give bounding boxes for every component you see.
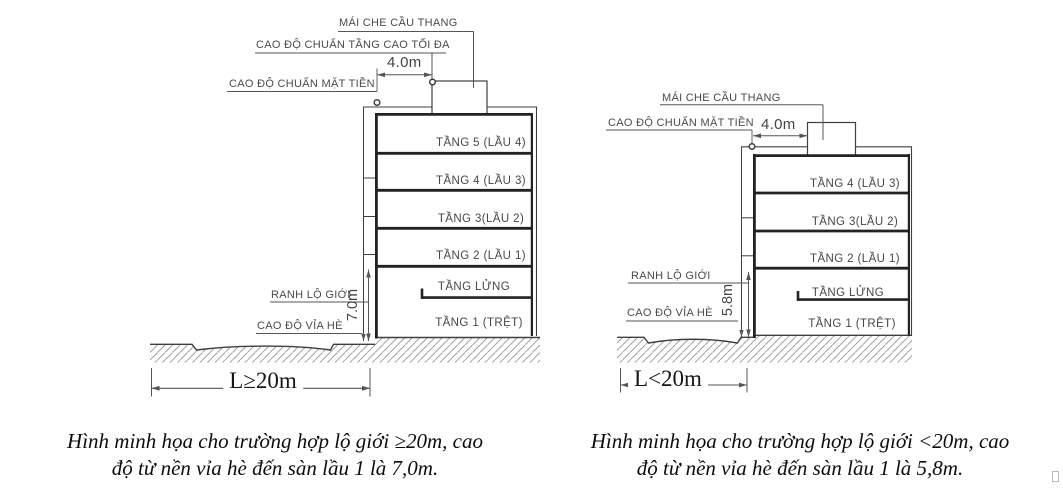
right-floor-label-3: TẦNG 3(LẦU 2) [811,216,899,228]
right-facade-datum-label: CAO ĐỘ CHUẨN MẶT TIỀN [608,117,754,129]
left-setback-dimension: 4.0m [387,54,422,71]
left-width-dimension: L≥20m [223,369,303,393]
left-ground [150,336,540,363]
left-stair-cover-label: MÁI CHE CẦU THANG [339,17,458,29]
left-height-dimension: 7.0m [345,288,361,322]
right-ground [617,334,912,363]
left-floor-label-5: TẦNG 5 (LẦU 4) [436,137,526,149]
right-floor-label-4: TẦNG 4 (LẦU 3) [810,178,900,190]
right-building [741,121,913,338]
left-building [363,80,538,341]
left-facade-marker [373,98,381,107]
left-floor-label-4: TẦNG 4 (LẦU 3) [436,175,526,187]
left-boundary-label: RANH LỘ GIỚI [271,289,351,301]
left-max-height-marker [428,78,437,86]
right-dimensions [606,104,824,393]
left-stair-cover-box [431,80,488,116]
right-caption-line2: độ từ nền vỉa hè đến sàn lầu 1 là 5,8m. [636,456,964,480]
left-floor-label-mezz: TẦNG LỬNG [437,281,511,293]
right-width-dimension: L<20m [628,367,708,391]
left-caption-line1: Hình minh họa cho trường hợp lộ giới ≥20… [67,429,483,453]
right-floor-label-2: TẦNG 2 (LẦU 1) [810,253,900,265]
left-floor-label-3: TẦNG 3(LẦU 2) [437,213,525,225]
right-caption-line1: Hình minh họa cho trường hợp lộ giới <20… [590,429,1010,453]
right-stair-cover-box [806,121,857,157]
stray-mark [1052,471,1059,482]
right-facade-marker [748,142,756,151]
left-caption: Hình minh họa cho trường hợp lộ giới ≥20… [20,428,530,482]
right-floor-label-mezz: TẦNG LỬNG [811,287,885,299]
left-max-height-label: CAO ĐỘ CHUẨN TẦNG CAO TỐI ĐA [256,39,450,51]
left-floor-label-2: TẦNG 2 (LẦU 1) [436,250,526,262]
left-facade-datum-label: CAO ĐỘ CHUẨN MẶT TIỀN [229,78,375,90]
right-boundary-label: RANH LỘ GIỚI [631,270,711,282]
right-caption: Hình minh họa cho trường hợp lộ giới <20… [550,428,1050,482]
right-height-dimension: 5.8m [720,283,736,317]
left-sidewalk-label: CAO ĐỘ VỈA HÈ [257,320,343,332]
right-sidewalk-label: CAO ĐỘ VỈA HÈ [627,307,713,319]
right-floor-label-1: TẦNG 1 (TRỆT) [808,318,896,330]
right-setback-dimension: 4.0m [761,116,796,133]
left-caption-line2: độ từ nền vỉa hè đến sàn lầu 1 là 7,0m. [111,456,439,480]
left-floor-label-1: TẦNG 1 (TRỆT) [435,317,523,329]
right-stair-cover-label: MÁI CHE CẦU THANG [662,92,781,104]
